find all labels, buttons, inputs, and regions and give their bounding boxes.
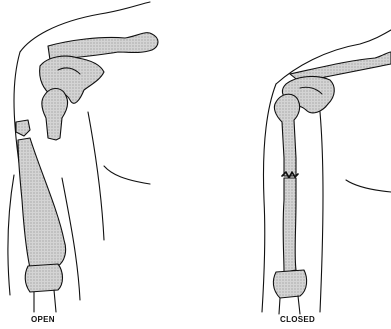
closed-forearm-bone-a bbox=[279, 298, 280, 314]
closed-humerus-lower bbox=[283, 178, 296, 272]
closed-forearm-bone-b bbox=[298, 296, 300, 314]
open-fracture-fragment bbox=[16, 120, 30, 136]
closed-chest-line bbox=[346, 180, 391, 192]
open-humerus-upper bbox=[42, 89, 68, 141]
open-forearm-bone-b bbox=[54, 290, 56, 312]
open-humerus-lower bbox=[18, 138, 66, 268]
open-torso-outline bbox=[88, 112, 104, 240]
open-chest-line bbox=[104, 166, 150, 184]
open-caption: OPEN bbox=[31, 315, 55, 325]
closed-elbow bbox=[273, 270, 306, 298]
closed-fracture-figure bbox=[262, 30, 391, 314]
open-arm-outline-outer bbox=[8, 175, 14, 295]
open-arm-outline-inner bbox=[62, 178, 80, 300]
closed-arm-outline-inner bbox=[320, 112, 323, 312]
open-elbow bbox=[25, 264, 62, 292]
open-fracture-figure bbox=[8, 2, 158, 312]
closed-caption: CLOSED bbox=[280, 315, 315, 325]
closed-humerus-upper bbox=[274, 94, 299, 176]
